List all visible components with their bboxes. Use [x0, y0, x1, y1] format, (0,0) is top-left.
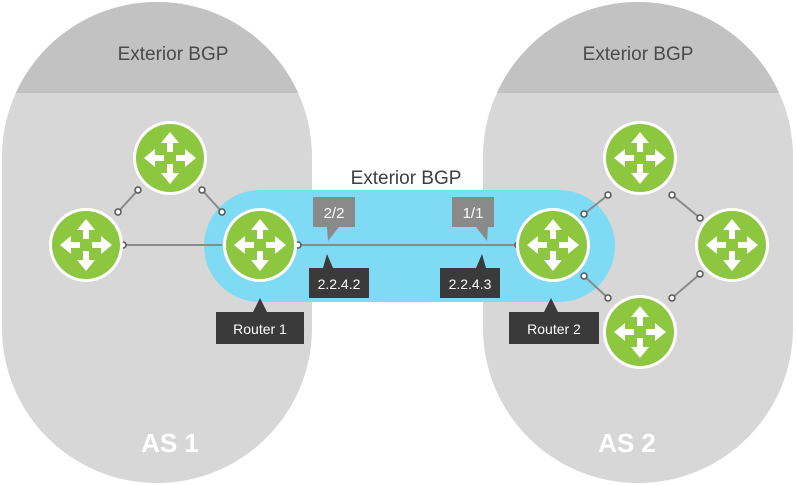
router-1-tag: Router 1 — [216, 298, 304, 344]
router-icon — [695, 208, 769, 282]
router-icon — [223, 208, 297, 282]
link-l-left-top — [117, 189, 139, 213]
router-icon — [516, 208, 590, 282]
links — [117, 189, 701, 299]
router-icon — [49, 208, 123, 282]
link-r-bottom-right — [671, 273, 701, 299]
link-r-main-top — [583, 194, 609, 215]
port-label-right: 1/1 — [463, 205, 484, 222]
router-1-label: Router 1 — [233, 321, 287, 337]
ip-tag-right: 2.2.4.3 — [440, 254, 500, 298]
router-icon — [603, 121, 677, 195]
as-1-header-label: Exterior BGP — [118, 44, 229, 65]
router-2-tag: Router 2 — [509, 298, 599, 344]
ip-tag-left: 2.2.4.2 — [309, 254, 369, 298]
port-label-left: 2/2 — [324, 205, 345, 222]
link-r-main-bottom — [583, 275, 609, 299]
link-l-top-main — [201, 189, 223, 213]
port-tag-right: 1/1 — [452, 197, 494, 241]
router-2-label: Router 2 — [527, 321, 581, 337]
port-tag-left: 2/2 — [313, 197, 355, 241]
as-1-body — [2, 2, 312, 483]
as-1-region: Exterior BGP AS 1 — [2, 2, 312, 483]
as-2-body — [483, 2, 793, 483]
ebgp-link-title: Exterior BGP — [351, 168, 462, 189]
ip-label-left: 2.2.4.2 — [318, 276, 361, 292]
router-icon — [603, 295, 677, 369]
router-icon — [133, 121, 207, 195]
as-2-header-label: Exterior BGP — [583, 44, 694, 65]
link-r-top-right — [671, 194, 701, 219]
ip-label-right: 2.2.4.3 — [449, 276, 492, 292]
as-1-name: AS 1 — [141, 428, 199, 458]
as-2-name: AS 2 — [598, 428, 656, 458]
